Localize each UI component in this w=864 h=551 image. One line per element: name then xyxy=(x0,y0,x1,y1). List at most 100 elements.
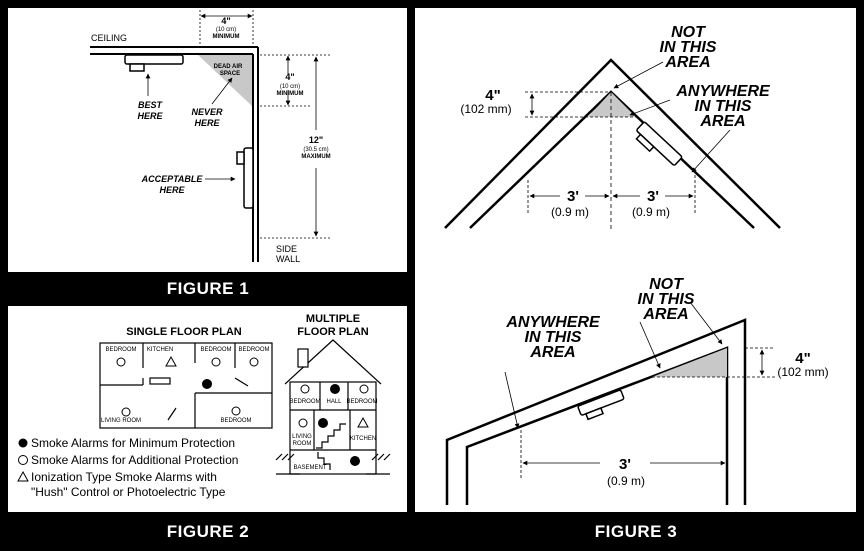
slope-not-arrow xyxy=(689,301,723,345)
triangle-alarm xyxy=(165,355,177,367)
single-floor-title: SINGLE FLOOR PLAN xyxy=(126,326,242,338)
peak-dim-mm: (102 mm) xyxy=(460,102,511,116)
ground-hatch-right xyxy=(371,453,391,461)
legend-additional: Smoke Alarms for Additional Protection xyxy=(31,453,238,467)
mid-dim-note: MINIMUM xyxy=(277,91,304,97)
stairs-upper xyxy=(316,423,346,449)
never-label-2: HERE xyxy=(194,118,220,128)
peak-any-label-2: IN THIS xyxy=(695,98,752,115)
multi-floor-title-1: MULTIPLE xyxy=(306,313,360,325)
multi-room-basement: BASEMENT xyxy=(293,465,326,471)
mid-dim-cm: (10 cm) xyxy=(280,84,300,90)
single-room-kitchen: KITCHEN xyxy=(147,347,173,353)
multi-room-bedroom-a: BEDROOM xyxy=(289,399,320,405)
ground-hatch-left xyxy=(275,453,295,461)
not-area-slope xyxy=(652,348,727,377)
right-dim-note: MAXIMUM xyxy=(301,154,330,160)
chimney xyxy=(297,348,309,368)
slope-anywhere-arrow-b xyxy=(504,371,520,429)
open-circle-alarm xyxy=(121,407,131,417)
legend-open-circle-icon xyxy=(18,455,28,465)
peaked-ceiling-diagram xyxy=(444,58,781,232)
single-room-bedroom-b: BEDROOM xyxy=(200,347,231,353)
stairs-lower xyxy=(317,452,331,470)
slope-not-label-2: IN THIS xyxy=(638,291,695,308)
slope-outer xyxy=(445,318,747,505)
peak-not-label-1: NOT xyxy=(671,24,706,41)
wall-alarm-base xyxy=(236,151,245,165)
open-circle-alarm xyxy=(300,384,310,394)
sloped-ceiling-diagram xyxy=(445,301,775,505)
side-wall-label-1: SIDE xyxy=(276,244,297,254)
peak-ceiling-alarm-body xyxy=(636,121,683,166)
single-room-living: LIVING ROOM xyxy=(101,418,141,424)
best-label-1: BEST xyxy=(138,100,164,110)
figure-1-panel xyxy=(8,8,407,272)
dead-air-label-2: SPACE xyxy=(220,71,240,77)
ceiling-label: CEILING xyxy=(91,33,127,43)
open-circle-alarm xyxy=(211,357,221,367)
slope-ceiling-alarm-base xyxy=(584,407,604,421)
peak-not-label-2: IN THIS xyxy=(660,39,717,56)
figure-3-panel xyxy=(415,8,856,512)
figure-2: SINGLE FLOOR PLAN MULTIPLE FLOOR PLAN BE… xyxy=(8,306,407,541)
peak-left-dim: 3' xyxy=(567,188,579,205)
slope-width-dim-m: (0.9 m) xyxy=(607,474,645,488)
slope-ceiling-alarm xyxy=(577,389,625,421)
legend-ionization-2: "Hush" Control or Photoelectric Type xyxy=(31,485,226,499)
multi-room-kitchen: KITCHEN xyxy=(350,436,376,442)
legend-minimum: Smoke Alarms for Minimum Protection xyxy=(31,436,235,450)
acceptable-label-2: HERE xyxy=(159,185,185,195)
house-roof xyxy=(284,339,382,385)
wall-alarm xyxy=(243,147,254,209)
figure-3: NOT IN THIS AREA ANYWHERE IN THIS AREA 4… xyxy=(415,8,856,541)
peak-any-label-1: ANYWHERE xyxy=(675,83,771,100)
multi-floor-title-2: FLOOR PLAN xyxy=(297,326,369,338)
single-floor-plan xyxy=(99,342,273,429)
peak-right-dim-m: (0.9 m) xyxy=(632,205,670,219)
legend-filled-circle-icon xyxy=(18,438,28,448)
multi-room-living-2: ROOM xyxy=(293,441,312,447)
acceptable-label-1: ACCEPTABLE xyxy=(141,174,204,184)
legend-triangle-icon xyxy=(17,470,29,482)
anywhere-arrow-b xyxy=(691,129,731,173)
never-label-1: NEVER xyxy=(191,107,223,117)
slope-not-label-3: AREA xyxy=(642,306,688,323)
slope-dim-mm: (102 mm) xyxy=(777,365,828,379)
single-room-bedroom-d: BEDROOM xyxy=(220,418,251,424)
filled-circle-alarm xyxy=(350,456,360,466)
figure-2-caption: FIGURE 2 xyxy=(167,522,249,541)
dead-air-label-1: DEAD AIR xyxy=(214,64,243,70)
not-area-peak xyxy=(588,92,636,117)
house-body xyxy=(289,381,377,475)
best-label-2: HERE xyxy=(137,111,163,121)
ceiling-alarm-base xyxy=(129,63,145,72)
open-circle-alarm xyxy=(359,384,369,394)
open-circle-alarm xyxy=(298,418,308,428)
right-dim-cm: (30.5 cm) xyxy=(303,147,328,153)
peak-any-label-3: AREA xyxy=(699,113,745,130)
slope-inner xyxy=(465,346,729,505)
slope-any-label-3: AREA xyxy=(529,344,575,361)
ceiling-alarm xyxy=(124,54,184,65)
slope-dim-label: 4" xyxy=(795,350,810,367)
top-dim-note: MINIMUM xyxy=(213,34,240,40)
door-1 xyxy=(167,407,177,421)
peak-ceiling-alarm xyxy=(635,121,683,166)
door-2 xyxy=(234,377,249,387)
filled-circle-alarm xyxy=(202,379,212,389)
multi-room-hall: HALL xyxy=(326,399,342,405)
peak-left-dim-m: (0.9 m) xyxy=(551,205,589,219)
slope-ceiling-alarm-body xyxy=(577,389,625,416)
slope-any-label-1: ANYWHERE xyxy=(505,314,601,331)
multi-floor-house xyxy=(275,339,391,475)
top-dim-cm: (10 cm) xyxy=(216,27,236,33)
single-room-bedroom-c: BEDROOM xyxy=(238,347,269,353)
multi-room-bedroom-b: BEDROOM xyxy=(346,399,377,405)
single-room-bedroom-a: BEDROOM xyxy=(105,347,136,353)
open-circle-alarm xyxy=(231,406,241,416)
peak-right-dim: 3' xyxy=(647,188,659,205)
dead-air-space xyxy=(198,55,252,106)
slope-width-dim: 3' xyxy=(619,456,631,473)
slope-any-label-2: IN THIS xyxy=(525,329,582,346)
